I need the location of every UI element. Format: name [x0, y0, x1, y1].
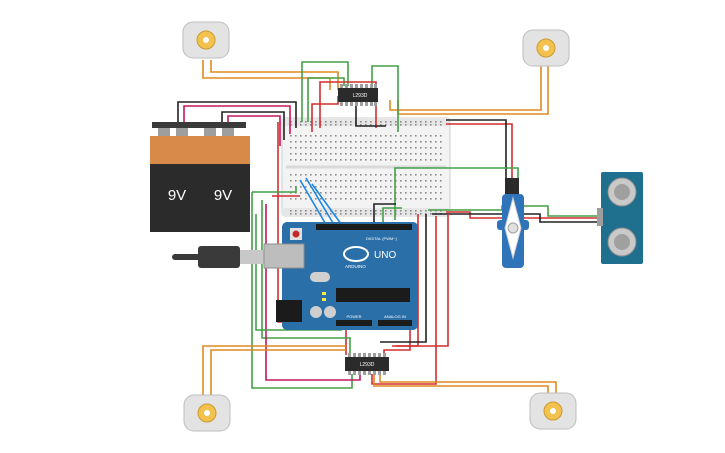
power-label: POWER: [346, 314, 361, 319]
battery-right: 9V: [196, 122, 250, 232]
l293d-bottom-label: L293D: [360, 362, 375, 368]
l293d-bottom: L293D: [345, 353, 389, 375]
digital-label: DIGITAL (PWM~): [366, 236, 398, 241]
battery-right-label: 9V: [214, 187, 232, 204]
arduino-uno: UNO ARDUINO DIGITAL (PWM~) POWER ANALOG …: [263, 222, 418, 330]
analog-label: ANALOG IN: [384, 314, 406, 319]
ultrasonic-sensor: [597, 172, 643, 264]
usb-cable: [172, 246, 268, 268]
arduino-brand: UNO: [374, 250, 396, 261]
servo-motor: [497, 178, 529, 268]
l293d-top: L293D: [338, 84, 378, 106]
motor-bottom-left: [183, 394, 231, 432]
motor-top-right: [522, 29, 570, 67]
wires: [177, 60, 600, 398]
battery-left-label: 9V: [168, 187, 186, 204]
motor-top-left: [182, 21, 230, 59]
l293d-top-label: L293D: [353, 93, 368, 99]
arduino-sub: ARDUINO: [345, 264, 366, 269]
battery-left: 9V: [150, 122, 204, 232]
breadboard: [281, 117, 451, 217]
motor-bottom-right: [529, 392, 577, 430]
